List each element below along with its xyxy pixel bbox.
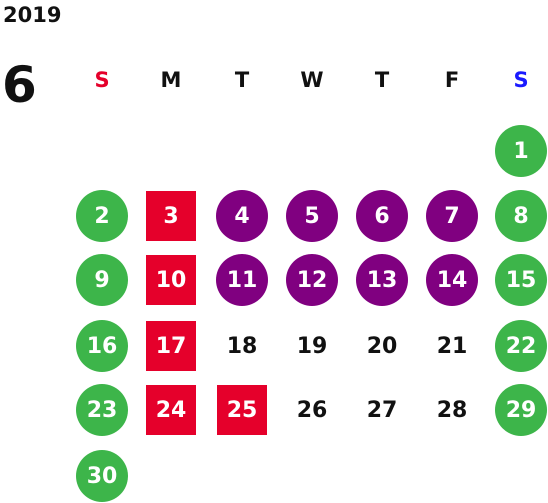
day-7: 7 <box>426 190 478 242</box>
day-15: 15 <box>495 254 547 306</box>
weekday-sun: S <box>94 68 110 92</box>
day-4: 4 <box>216 190 268 242</box>
weekday-mon: M <box>160 68 182 92</box>
day-5: 5 <box>286 190 338 242</box>
day-2: 2 <box>76 190 128 242</box>
day-14: 14 <box>426 254 478 306</box>
day-12: 12 <box>286 254 338 306</box>
weekday-wed: W <box>300 68 324 92</box>
day-18: 18 <box>226 333 258 359</box>
day-19: 19 <box>296 333 328 359</box>
day-17: 17 <box>146 321 196 371</box>
day-13: 13 <box>356 254 408 306</box>
year-label: 2019 <box>3 3 62 27</box>
day-27: 27 <box>366 397 398 423</box>
day-23: 23 <box>76 384 128 436</box>
day-30: 30 <box>76 450 128 502</box>
day-26: 26 <box>296 397 328 423</box>
day-9: 9 <box>76 254 128 306</box>
day-21: 21 <box>436 333 468 359</box>
weekday-fri: F <box>444 68 460 92</box>
day-25: 25 <box>217 385 267 435</box>
day-24: 24 <box>146 385 196 435</box>
weekday-tue: T <box>234 68 250 92</box>
day-16: 16 <box>76 320 128 372</box>
day-11: 11 <box>216 254 268 306</box>
day-6: 6 <box>356 190 408 242</box>
day-22: 22 <box>495 320 547 372</box>
day-20: 20 <box>366 333 398 359</box>
weekday-sat: S <box>513 68 529 92</box>
day-28: 28 <box>436 397 468 423</box>
month-number: 6 <box>2 56 37 114</box>
weekday-thu: T <box>374 68 390 92</box>
day-10: 10 <box>146 255 196 305</box>
day-29: 29 <box>495 384 547 436</box>
day-3: 3 <box>146 191 196 241</box>
day-1: 1 <box>495 125 547 177</box>
day-8: 8 <box>495 190 547 242</box>
